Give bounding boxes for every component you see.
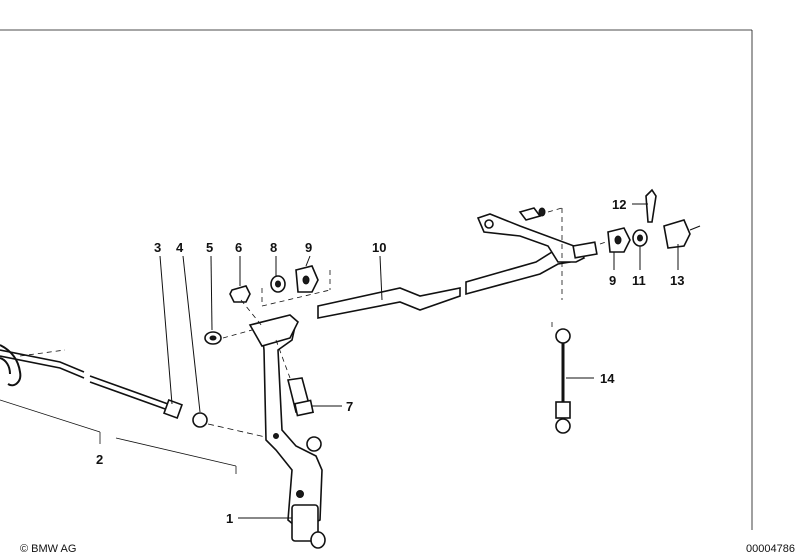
- callout-9b: 9: [609, 273, 616, 288]
- part-bushing-9b: [607, 227, 631, 253]
- callout-7: 7: [346, 399, 353, 414]
- callout-4: 4: [176, 240, 184, 255]
- callout-13: 13: [670, 273, 684, 288]
- part-pin-12: [645, 188, 657, 223]
- callout-9a: 9: [305, 240, 312, 255]
- part-nut-6: [229, 285, 263, 327]
- diagram-frame: [0, 29, 753, 530]
- part-lever: [248, 314, 326, 549]
- callout-2: 2: [96, 452, 103, 467]
- callout-6: 6: [235, 240, 242, 255]
- copyright-text: © BMW AG: [20, 543, 76, 555]
- part-clip-13: [663, 219, 701, 249]
- callout-1: 1: [226, 511, 233, 526]
- part-washer-8: [270, 275, 286, 293]
- callout-3: 3: [154, 240, 161, 255]
- part-shaft-10: [317, 207, 613, 319]
- callout-11: 11: [632, 273, 646, 288]
- part-washer-5: [204, 329, 253, 345]
- callout-8: 8: [270, 240, 277, 255]
- part-bolt-7: [275, 339, 315, 417]
- part-cable-assembly: [0, 344, 271, 474]
- callout-10: 10: [372, 240, 386, 255]
- leader-lines: [159, 203, 679, 519]
- part-link-rod-14: [551, 322, 571, 434]
- image-number: 00004786: [746, 543, 795, 555]
- callout-labels: 1 2 3 4 5 6 7 8 9 9 10 11 12 13 14: [96, 197, 684, 526]
- part-washer-11: [632, 229, 648, 247]
- callout-12: 12: [612, 197, 626, 212]
- part-bushing-9a: [261, 265, 331, 307]
- callout-5: 5: [206, 240, 213, 255]
- callout-14: 14: [600, 371, 615, 386]
